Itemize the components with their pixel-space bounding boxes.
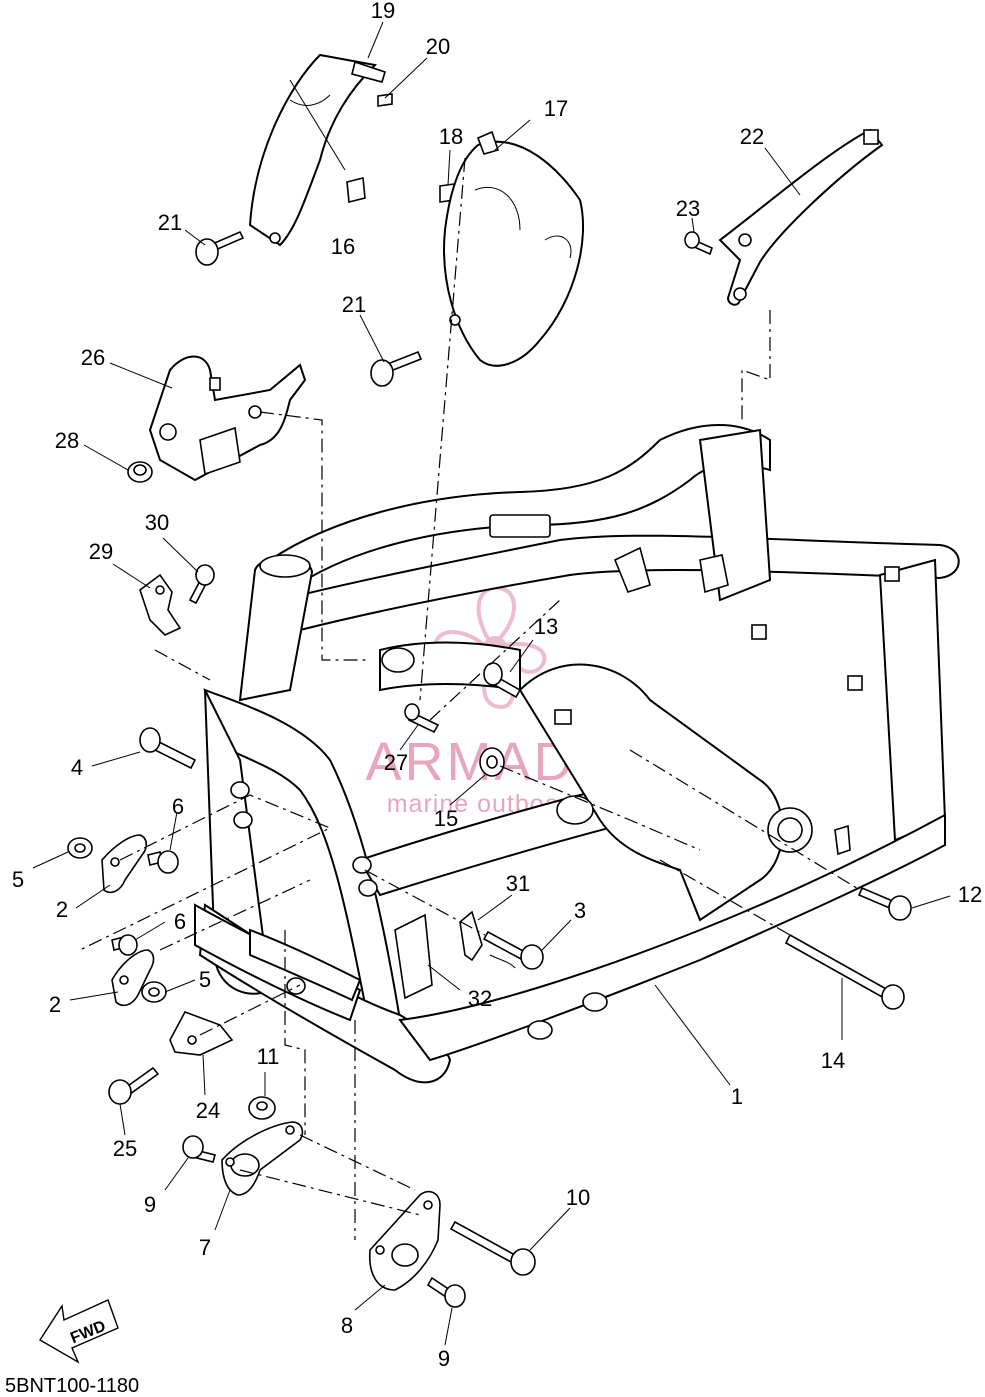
callout-4: 4 — [71, 755, 83, 780]
bolt-25 — [108, 1066, 160, 1105]
callout-27: 27 — [384, 750, 408, 775]
callout-30: 30 — [145, 510, 169, 535]
diagram-code: 5BNT100-1180 — [5, 1375, 139, 1397]
fwd-arrow: FWD — [39, 1299, 119, 1364]
bolt-13 — [483, 662, 522, 699]
callout-23: 23 — [676, 196, 700, 221]
washer-5-upper — [67, 837, 93, 859]
callout-3: 3 — [574, 898, 586, 923]
callout-29: 29 — [89, 539, 113, 564]
bolt-12 — [857, 886, 912, 921]
washer-15 — [479, 747, 505, 777]
callout-2-lower: 2 — [49, 992, 61, 1017]
bolt-9-right — [426, 1276, 466, 1308]
callout-5-lower: 5 — [199, 967, 211, 992]
callout-26: 26 — [81, 345, 105, 370]
callout-19: 19 — [371, 0, 395, 23]
callout-14: 14 — [821, 1048, 845, 1073]
main-frame — [194, 424, 960, 1084]
part-22-stay — [718, 128, 884, 306]
fwd-label: FWD — [68, 1318, 108, 1347]
part-29-bracket — [139, 573, 182, 636]
callout-15: 15 — [434, 806, 458, 831]
bolt-4 — [139, 727, 197, 770]
part-2-plate-upper — [101, 834, 148, 894]
callout-12: 12 — [958, 882, 982, 907]
callout-6-lower: 6 — [174, 909, 186, 934]
part-7-plate — [221, 1121, 304, 1196]
part-26-bracket — [148, 355, 307, 482]
callout-7: 7 — [199, 1235, 211, 1260]
callout-9-left: 9 — [144, 1192, 156, 1217]
callout-21-lower: 21 — [342, 292, 366, 317]
part-17-cover — [443, 130, 584, 367]
assembly-lines — [79, 157, 861, 1240]
part-2-plate-lower — [111, 949, 155, 1007]
callout-18: 18 — [439, 124, 463, 149]
callout-6-upper: 6 — [172, 794, 184, 819]
callout-9-right: 9 — [438, 1346, 450, 1371]
part-24-bracket — [169, 1011, 234, 1056]
part-20-clip — [377, 93, 393, 107]
bolt-21-lower — [370, 350, 423, 387]
callout-1: 1 — [731, 1084, 743, 1109]
callout-17: 17 — [544, 96, 568, 121]
callout-21-upper: 21 — [158, 210, 182, 235]
bolt-30 — [188, 564, 215, 605]
washer-5-lower — [141, 981, 167, 1003]
part-16-pad — [346, 176, 366, 204]
part-32-plate — [394, 913, 433, 1000]
callout-22: 22 — [740, 124, 764, 149]
leader-lines — [32, 21, 951, 1346]
callout-24: 24 — [196, 1098, 220, 1123]
nut-6-upper — [147, 850, 179, 874]
callouts: 19 20 17 18 16 21 21 22 23 26 28 30 29 1… — [12, 0, 982, 1371]
bolt-3 — [482, 930, 544, 970]
part-8-plate — [369, 1190, 441, 1291]
bolt-9-left — [182, 1135, 216, 1163]
callout-2-upper: 2 — [56, 897, 68, 922]
bolt-14 — [784, 933, 905, 1010]
bolt-27 — [404, 703, 440, 734]
callout-28: 28 — [55, 428, 79, 453]
callout-5-upper: 5 — [12, 867, 24, 892]
callout-10: 10 — [566, 1185, 590, 1210]
callout-25: 25 — [113, 1136, 137, 1161]
callout-31: 31 — [506, 871, 530, 896]
bolt-10 — [449, 1220, 536, 1276]
callout-8: 8 — [341, 1313, 353, 1338]
callout-20: 20 — [426, 34, 450, 59]
nut-6-lower — [111, 934, 138, 956]
part-28-grommet — [127, 461, 153, 483]
fasteners — [67, 230, 912, 1308]
callout-11: 11 — [257, 1044, 280, 1069]
callout-32: 32 — [468, 986, 492, 1011]
part-19-cover — [248, 53, 386, 247]
bolt-23 — [684, 231, 713, 256]
callout-16: 16 — [331, 234, 355, 259]
callout-13: 13 — [534, 614, 558, 639]
bolt-21-upper — [195, 230, 245, 266]
washer-11 — [248, 1096, 276, 1120]
